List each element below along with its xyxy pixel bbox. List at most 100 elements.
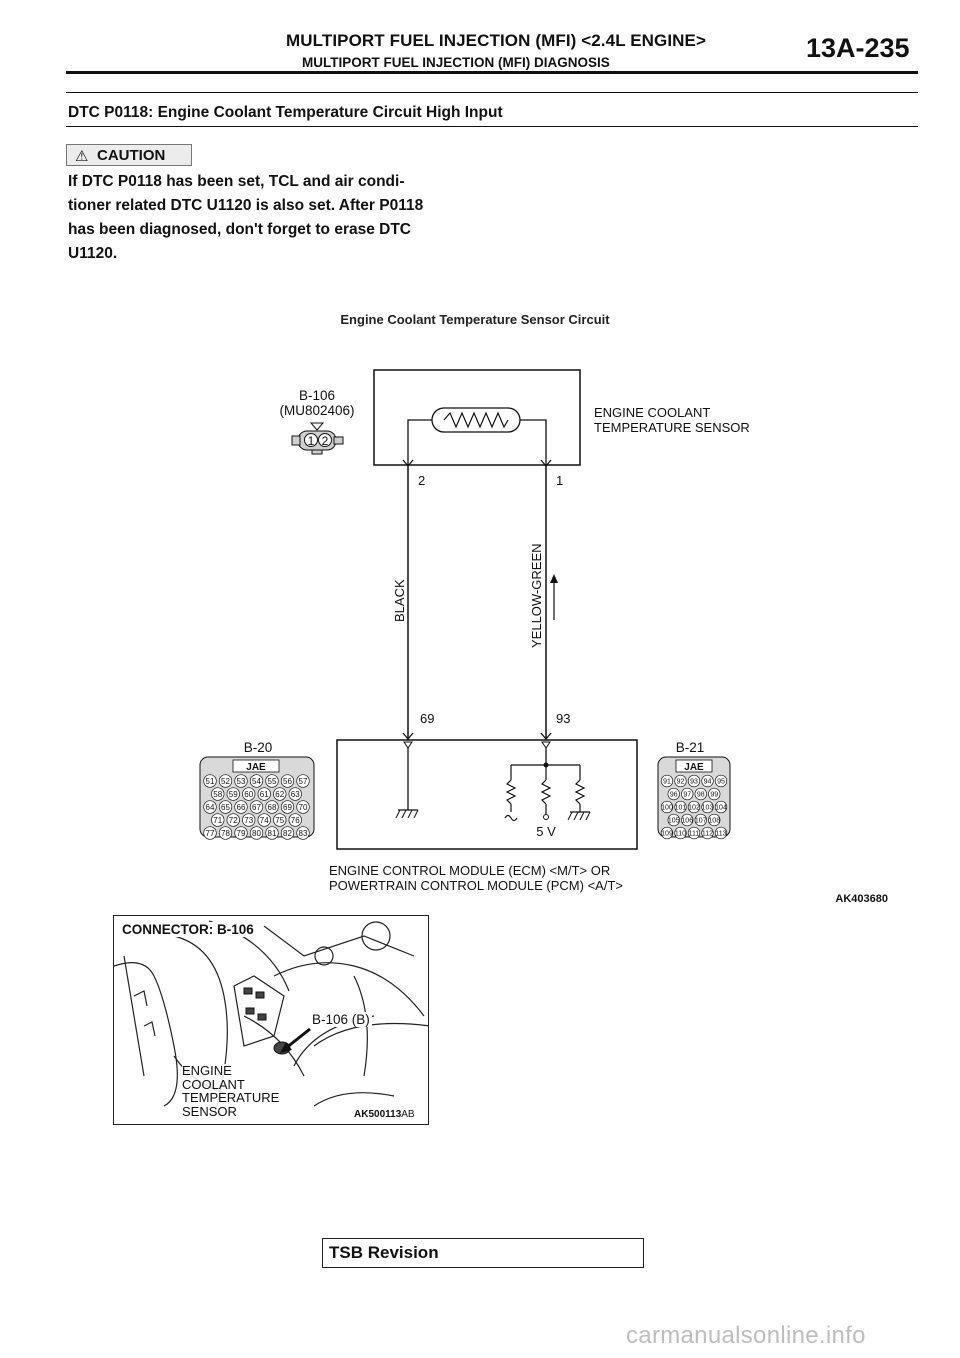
connector-pin [674, 800, 687, 814]
connector-pin-number: 60 [244, 790, 253, 799]
ecm-pin-marker [403, 741, 413, 749]
connector-pin [687, 774, 701, 788]
connector-pin [242, 813, 256, 827]
manual-subsection-title: MULTIPORT FUEL INJECTION (MFI) DIAGNOSIS [302, 55, 610, 70]
arrow-head-icon [550, 574, 558, 583]
connector-pin-number: 59 [229, 790, 238, 799]
ecm-terminal-93: 93 [556, 711, 570, 726]
connector-pin [226, 787, 240, 801]
photo-pointer-label: B-106 (B) [310, 1012, 372, 1027]
connector-pin-number: 62 [275, 790, 284, 799]
sensor-pin-1: 1 [308, 434, 315, 448]
tsb-revision-label: TSB Revision [329, 1243, 439, 1262]
connector-pin [681, 787, 694, 801]
connector-pin [203, 800, 217, 814]
connector-pin [257, 813, 271, 827]
terminal-chevron [402, 732, 414, 741]
connector-pin-number: 99 [710, 791, 718, 798]
connector-pin [211, 787, 225, 801]
connector-pin [694, 787, 707, 801]
ground-icon [395, 809, 419, 819]
connector-pin [265, 826, 279, 840]
connector-pin-number: 64 [206, 803, 215, 812]
connector-pin-number: 52 [221, 777, 230, 786]
wire-color-black: BLACK [392, 579, 407, 622]
connector-pin-number: 54 [252, 777, 261, 786]
connector-pin [288, 787, 302, 801]
connector-pin [288, 813, 302, 827]
sensor-name-line: ENGINE COOLANT [594, 405, 710, 420]
connector-pin [226, 813, 240, 827]
connector-pin-number: 73 [244, 816, 253, 825]
connector-pin-number: 108 [708, 817, 720, 824]
sensor-lead-left [407, 419, 432, 465]
connector-pin-number: 51 [206, 777, 215, 786]
connector-pin-number: 72 [229, 816, 238, 825]
connector-pin [249, 826, 264, 840]
connector-pin [687, 800, 701, 814]
connector-pin [265, 774, 279, 788]
connector-pin [203, 774, 217, 788]
connector-pin-number: 101 [675, 804, 687, 811]
connector-pin-number: 81 [268, 829, 277, 838]
connector-pin [249, 774, 264, 788]
connector-pin [234, 800, 248, 814]
connector-pin-number: 63 [291, 790, 300, 799]
page-number: 13A-235 [806, 33, 910, 63]
connector-pin [296, 774, 310, 788]
sensor-pin-2: 2 [322, 434, 329, 448]
header-rule [66, 71, 918, 74]
connector-pin-number: 102 [688, 804, 700, 811]
connector-pin-number: 103 [702, 804, 714, 811]
connector-pin [242, 787, 256, 801]
connector-pin-number: 109 [661, 830, 673, 837]
connector-pin-number: 100 [661, 804, 673, 811]
sensor-connector-label: B-106 [299, 388, 335, 403]
connector-pin [273, 787, 287, 801]
resistor-zigzag [443, 411, 509, 429]
connector-pin-number: 77 [206, 829, 215, 838]
connector-pin-number: 78 [221, 829, 230, 838]
connector-pin-number: 65 [221, 803, 230, 812]
ecm-pin-marker [541, 741, 551, 749]
engine-bay-line-art [114, 920, 428, 1117]
connector-location-illustration: CONNECTOR: B-106 B-106 (B) ENGINE COOLAN… [113, 915, 429, 1125]
ecm-box [336, 739, 638, 850]
connector-pin-number: 82 [283, 829, 292, 838]
connector-pin-number: 79 [237, 829, 246, 838]
connector-pin-number: 68 [268, 803, 277, 812]
connector-pin-number: 75 [275, 816, 284, 825]
connector-pin-number: 67 [252, 803, 261, 812]
title-rule-bottom [66, 126, 918, 127]
connector-pin [701, 826, 714, 840]
connector-pin-number: 104 [715, 804, 727, 811]
connector-pin [674, 826, 687, 840]
photo-component-line: SENSOR [182, 1103, 237, 1119]
connector-pin [218, 774, 233, 788]
connector-pin-number: 106 [681, 817, 693, 824]
connector-pin [218, 800, 233, 814]
watermark: carmanualsonline.info [626, 1322, 866, 1349]
connector-pin-number: 70 [299, 803, 308, 812]
connector-pin-number: 58 [213, 790, 222, 799]
connector-pin-number: 94 [704, 778, 712, 785]
connector-pin-number: 61 [260, 790, 269, 799]
connector-pin-number: 112 [702, 830, 713, 837]
resistor-icon [504, 765, 518, 822]
ecm-terminal-69: 69 [420, 711, 434, 726]
ecm-name-line: POWERTRAIN CONTROL MODULE (PCM) <A/T> [329, 878, 623, 893]
terminal-chevron [540, 732, 552, 741]
connector-pin-number: 71 [213, 816, 222, 825]
connector-pin-number: 113 [715, 830, 726, 837]
connector-pin-number: 56 [283, 777, 292, 786]
connector-pin [257, 787, 271, 801]
connector-pin [701, 774, 714, 788]
connector-pin [660, 774, 674, 788]
connector-pin [701, 800, 714, 814]
connector-pin [273, 813, 287, 827]
connector-brand-label: JAE [246, 762, 266, 773]
connector-pin-number: 76 [291, 816, 300, 825]
